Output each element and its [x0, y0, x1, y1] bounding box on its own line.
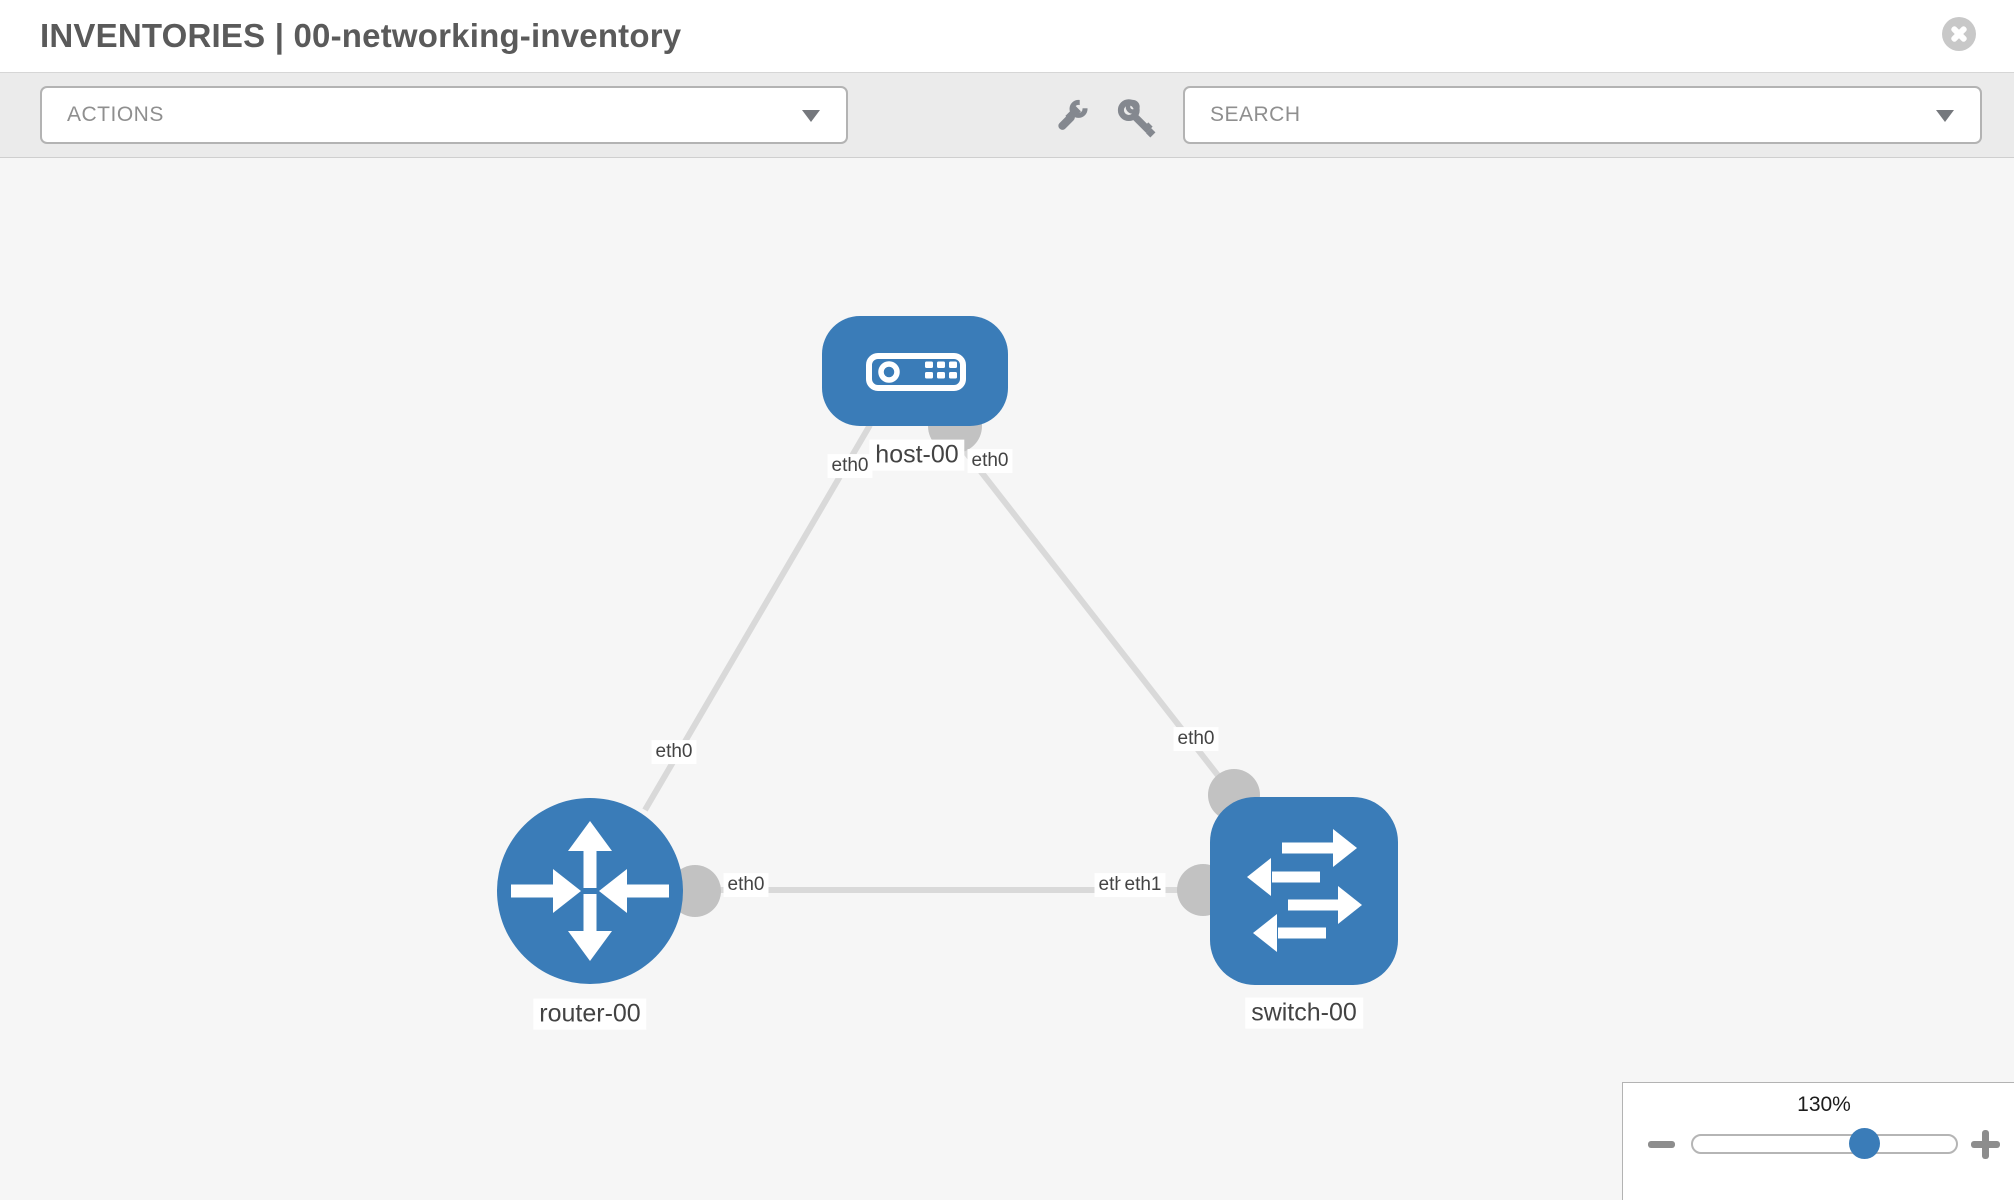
node-label-switch: switch-00: [1245, 997, 1363, 1029]
breadcrumb-separator: |: [274, 17, 285, 54]
zoom-slider-thumb[interactable]: [1849, 1128, 1880, 1159]
chevron-down-icon: [1936, 110, 1954, 122]
interface-label: eth0: [651, 740, 697, 764]
credentials-button[interactable]: [1115, 97, 1157, 144]
interface-label: eth1: [1120, 873, 1166, 897]
zoom-control-panel: 130%: [1622, 1082, 2014, 1200]
search-dropdown[interactable]: SEARCH: [1183, 86, 1982, 144]
key-icon: [1117, 99, 1156, 138]
zoom-slider-track[interactable]: [1691, 1128, 1958, 1159]
panel-header: INVENTORIES | 00-networking-inventory: [0, 0, 2014, 72]
node-switch-00[interactable]: [1210, 797, 1398, 985]
configure-button[interactable]: [1053, 97, 1091, 140]
node-label-host: host-00: [869, 439, 965, 471]
interface-label: eth0: [827, 454, 873, 478]
close-button[interactable]: [1941, 16, 1977, 52]
breadcrumb-item: 00-networking-inventory: [293, 17, 682, 54]
close-icon: [1942, 17, 1976, 51]
zoom-out-button minus-icon[interactable]: [1648, 1141, 1675, 1148]
breadcrumb-section: INVENTORIES: [40, 17, 266, 54]
node-host-00[interactable]: [822, 316, 1008, 426]
interface-label: eth0: [723, 873, 769, 897]
router-icon: [511, 821, 669, 961]
search-placeholder: SEARCH: [1210, 103, 1301, 126]
node-label-router: router-00: [533, 998, 647, 1030]
chevron-down-icon: [802, 110, 820, 122]
zoom-level: 130%: [1797, 1093, 1851, 1116]
page-title: INVENTORIES | 00-networking-inventory: [40, 17, 681, 55]
topology-graph: [497, 316, 1398, 985]
node-router-00[interactable]: [497, 798, 683, 984]
actions-dropdown-value: ACTIONS: [67, 103, 164, 126]
zoom-in-button plus-icon[interactable]: [1971, 1130, 2000, 1159]
toolbar: ACTIONS SEARCH: [0, 72, 2014, 158]
host-icon: [866, 353, 966, 391]
wrench-icon: [1058, 97, 1091, 130]
switch-icon: [1247, 829, 1362, 952]
interface-label: eth0: [1173, 727, 1219, 751]
topology-canvas[interactable]: eth0 eth0 eth0 eth0 eth0 eth0 eth1 host-…: [0, 158, 2014, 1200]
actions-dropdown[interactable]: ACTIONS: [40, 86, 848, 144]
interface-label: eth0: [967, 449, 1013, 473]
